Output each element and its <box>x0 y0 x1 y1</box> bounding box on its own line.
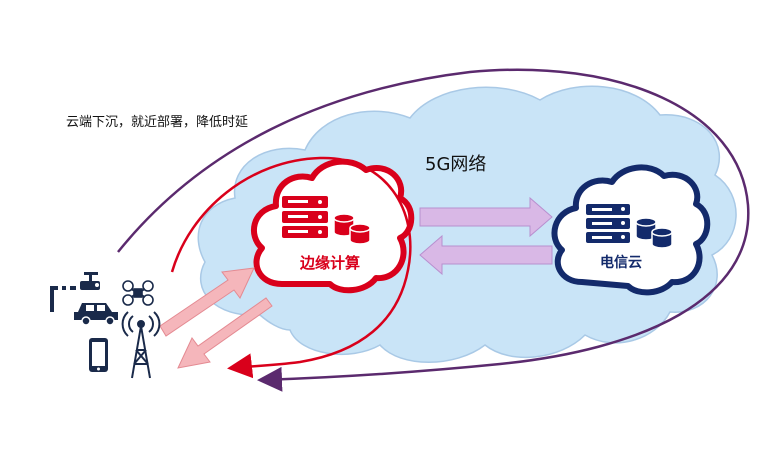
cell-tower-icon <box>121 311 161 379</box>
telecom-cloud-label: 电信云 <box>600 254 642 271</box>
drone-icon <box>122 280 154 306</box>
telecom-to-edge-arrow <box>419 234 553 276</box>
database-icon <box>333 213 371 245</box>
traffic-gate-icon <box>50 286 76 312</box>
edge-computing-cloud <box>251 158 415 294</box>
camera-icon <box>80 272 100 290</box>
server-rack-icon <box>586 204 630 243</box>
smartphone-icon <box>89 338 108 372</box>
database-icon <box>635 217 673 249</box>
cloud-sink-curve <box>117 68 750 392</box>
caption-text: 云端下沉，就近部署，降低时延 <box>66 115 248 130</box>
edge-computing-label: 边缘计算 <box>299 254 360 272</box>
telecom-cloud <box>551 164 711 296</box>
car-icon <box>74 303 118 326</box>
edge-to-telecom-arrow <box>419 196 553 238</box>
device-to-edge-arrow <box>159 267 255 337</box>
server-rack-icon <box>282 196 328 238</box>
edge-to-device-arrow <box>177 297 273 369</box>
network-label: 5G网络 <box>425 154 486 175</box>
edge-latency-curve <box>170 156 412 379</box>
